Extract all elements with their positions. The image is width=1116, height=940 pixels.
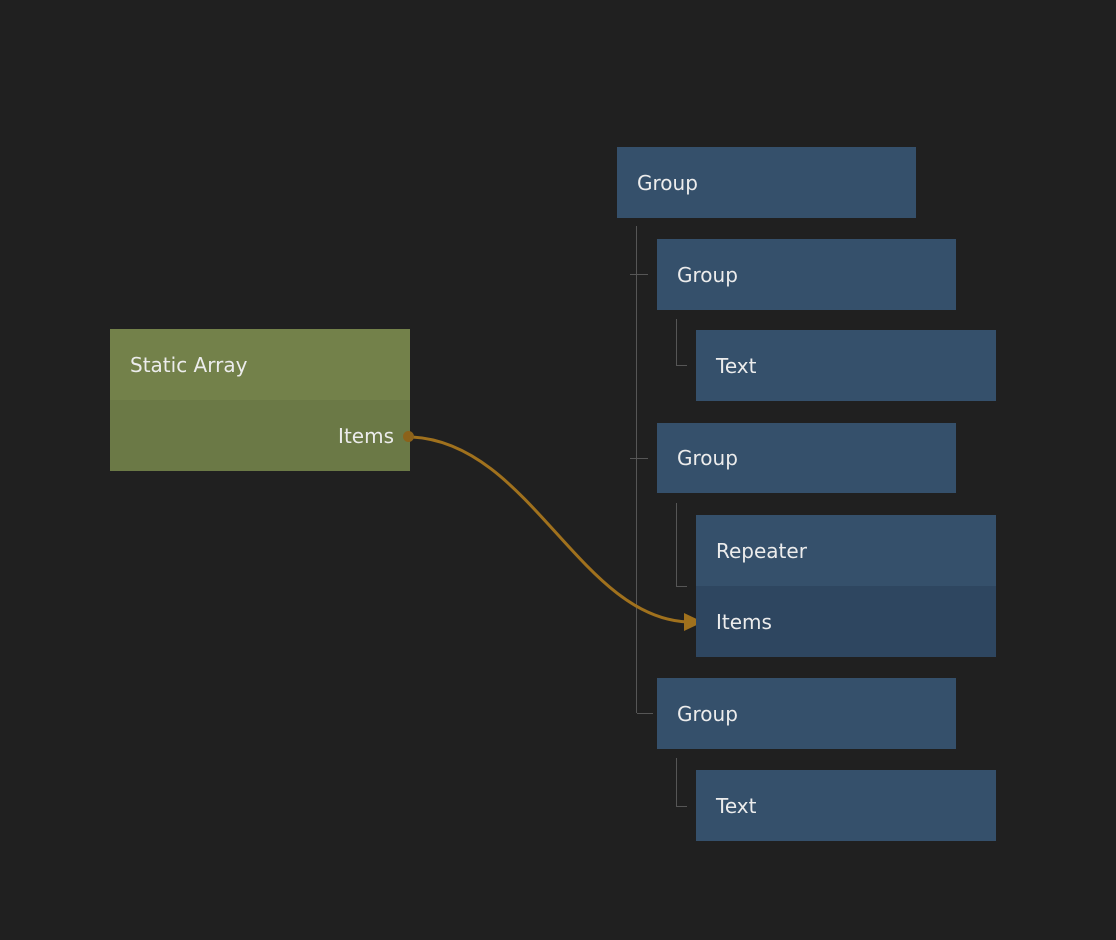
node-title: Group [677,701,738,726]
node-group-2[interactable]: Group [657,423,956,493]
tree-guide-elbow [676,806,687,807]
node-text-2[interactable]: Text [696,770,996,841]
node-group-root-row: Group [617,147,916,218]
node-title: Group [677,446,738,470]
node-repeater[interactable]: Repeater Items [696,515,996,657]
tree-guide-line [676,758,677,807]
node-group-3[interactable]: Group [657,678,956,749]
tree-guide-elbow [637,713,653,714]
port-label: Items [338,423,394,448]
tree-guide-elbow [676,365,687,366]
node-repeater-header: Repeater [696,515,996,586]
node-static-array-header: Static Array [110,329,410,400]
tree-guide-line [676,319,677,366]
node-group-1-row: Group [657,239,956,310]
node-title: Group [677,262,738,287]
node-text-2-row: Text [696,770,996,841]
node-group-2-row: Group [657,423,956,493]
tree-guide-line [676,503,677,587]
node-title: Group [637,170,698,195]
node-text-1[interactable]: Text [696,330,996,401]
output-port-items[interactable]: Items [110,400,410,471]
node-group-root[interactable]: Group [617,147,916,218]
node-title: Repeater [716,538,807,563]
tree-guide-line [636,226,637,713]
tree-guide-tick [630,458,648,459]
output-port-dot[interactable] [403,431,414,442]
node-static-array[interactable]: Static Array Items [110,329,410,471]
node-text-1-row: Text [696,330,996,401]
connection-wire[interactable] [410,435,690,624]
node-title: Static Array [130,352,248,377]
input-port-items[interactable]: Items [696,586,996,657]
node-group-3-row: Group [657,678,956,749]
node-title: Text [716,793,757,818]
node-title: Text [716,353,757,378]
node-group-1[interactable]: Group [657,239,956,310]
tree-guide-elbow [676,586,687,587]
tree-guide-tick [630,274,648,275]
port-label: Items [716,609,772,634]
